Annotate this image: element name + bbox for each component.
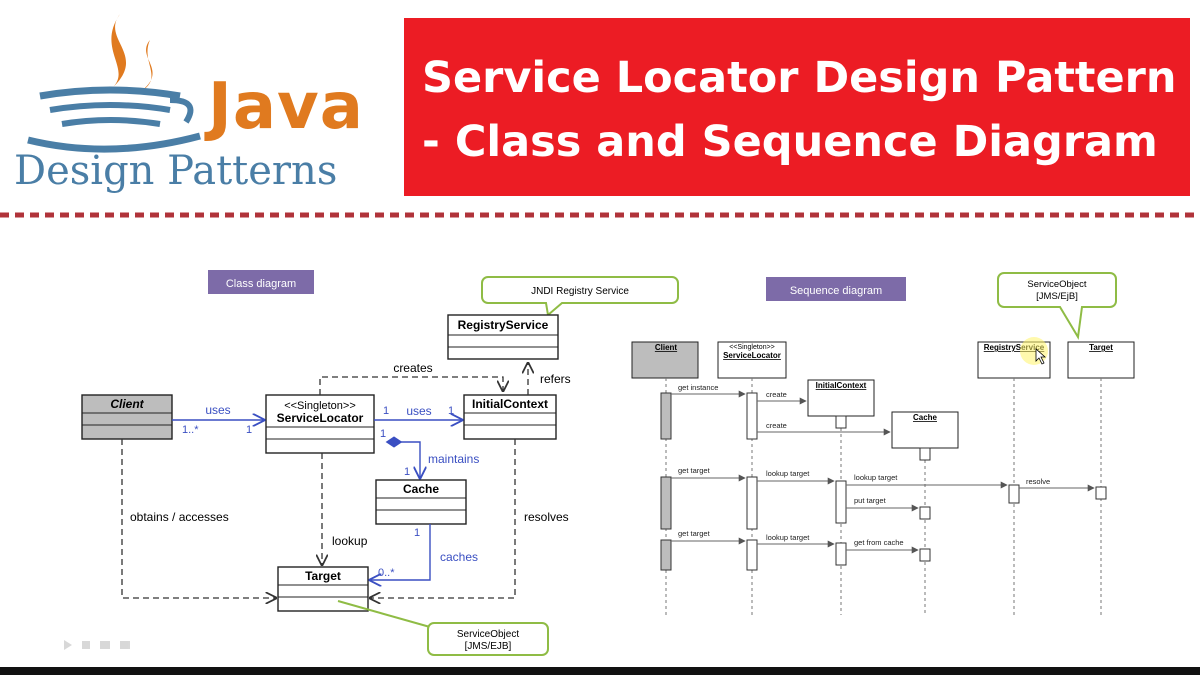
logo-design-patterns-text: Design Patterns xyxy=(14,148,338,194)
seq-locator-head xyxy=(717,341,787,379)
msg-lookup-target-2: lookup target xyxy=(854,473,898,482)
class-service-locator-stereotype: <<Singleton>> xyxy=(284,400,356,412)
dep-client-obtains-target xyxy=(121,439,276,598)
mult-locator-1a: 1 xyxy=(246,424,252,436)
class-service-locator-name: ServiceLocator xyxy=(277,411,364,425)
seq-initial-context-head xyxy=(807,379,875,417)
mult-locator-1b: 1 xyxy=(383,405,389,417)
msg-get-from-cache: get from cache xyxy=(854,538,904,547)
note-jndi xyxy=(481,276,679,317)
class-diagram-tag-label: Class diagram xyxy=(226,278,296,290)
class-registry-service-name: RegistryService xyxy=(458,318,549,332)
assoc-locator-maintains-cache xyxy=(387,442,420,478)
cursor-highlight xyxy=(1020,337,1048,365)
class-initial-context: InitialContext xyxy=(463,394,557,440)
msg-lookup-target-1: lookup target xyxy=(766,469,810,478)
seq-locator-label: ServiceLocator xyxy=(723,351,781,360)
logo-java-text: Java xyxy=(208,70,364,144)
mult-initial-context-1: 1 xyxy=(448,405,454,417)
screen-icon[interactable] xyxy=(100,641,110,649)
msg-get-instance: get instance xyxy=(678,383,718,392)
class-target: Target xyxy=(277,566,369,612)
seq-messages xyxy=(671,390,1095,554)
seq-activations xyxy=(660,392,1107,571)
note-service-object-line2: [JMS/EJB] xyxy=(465,641,512,652)
sequence-diagram: Sequence diagram ServiceObject [JMS/EjB]… xyxy=(631,272,1135,615)
msg-create-1: create xyxy=(766,390,787,399)
title-banner: Service Locator Design Pattern - Class a… xyxy=(404,18,1190,196)
seq-locator-stereotype: <<Singleton>> xyxy=(729,344,775,351)
sequence-diagram-tag-label: Sequence diagram xyxy=(790,285,882,297)
fullscreen-icon[interactable] xyxy=(120,641,130,649)
seq-cache-head xyxy=(891,411,959,449)
seq-initial-context-label: InitialContext xyxy=(816,381,867,390)
mult-cache-1a: 1 xyxy=(404,466,410,478)
note-service-object xyxy=(427,622,549,656)
seq-note-line1: ServiceObject xyxy=(1027,279,1086,290)
stop-icon[interactable] xyxy=(82,641,90,649)
mult-client-many: 1..* xyxy=(182,424,199,436)
mult-locator-1c: 1 xyxy=(380,428,386,440)
dep-locator-creates-initial-context xyxy=(319,376,503,395)
banner-title-line1: Service Locator Design Pattern xyxy=(422,53,1177,103)
class-registry-service: RegistryService xyxy=(447,314,559,360)
seq-note-line2: [JMS/EjB] xyxy=(1036,291,1078,302)
seq-client-label: Client xyxy=(655,343,678,352)
label-maintains: maintains xyxy=(428,452,479,466)
seq-registry-label: RegistryService xyxy=(984,343,1045,352)
label-uses-1: uses xyxy=(205,403,230,417)
mult-cache-1b: 1 xyxy=(414,527,420,539)
play-icon[interactable] xyxy=(64,640,72,650)
banner-title-line2: - Class and Sequence Diagram xyxy=(422,117,1158,167)
class-diagram-tag xyxy=(208,270,314,294)
bottom-bar xyxy=(0,667,1200,675)
dep-initial-context-resolves-target xyxy=(370,439,516,598)
msg-lookup-target-3: lookup target xyxy=(766,533,810,542)
mouse-cursor-icon xyxy=(1035,348,1047,365)
label-caches: caches xyxy=(440,550,478,564)
seq-client-head xyxy=(631,341,699,379)
java-design-patterns-logo: Java Design Patterns xyxy=(0,0,400,210)
note-jndi-text: JNDI Registry Service xyxy=(531,286,629,297)
sequence-diagram-tag xyxy=(766,277,906,301)
msg-get-target-1: get target xyxy=(678,466,711,475)
player-controls[interactable] xyxy=(64,640,130,650)
msg-create-2: create xyxy=(766,421,787,430)
label-lookup: lookup xyxy=(332,534,368,548)
seq-note-service-object xyxy=(997,272,1117,340)
seq-target-head xyxy=(1067,341,1135,379)
msg-get-target-2: get target xyxy=(678,529,711,538)
seq-target-label: Target xyxy=(1089,343,1113,352)
note-service-object-line1: ServiceObject xyxy=(457,629,519,640)
class-client-name: Client xyxy=(110,397,144,411)
label-refers: refers xyxy=(540,372,571,386)
class-cache: Cache xyxy=(375,479,467,525)
msg-put-target: put target xyxy=(854,496,887,505)
diagram-canvas: Class diagram JNDI Registry Service Regi… xyxy=(64,270,1135,656)
msg-resolve: resolve xyxy=(1026,477,1050,486)
label-resolves: resolves xyxy=(524,510,569,524)
class-service-locator: <<Singleton>> ServiceLocator xyxy=(265,394,375,454)
class-client: Client xyxy=(81,394,173,440)
label-creates: creates xyxy=(393,361,432,375)
seq-cache-label: Cache xyxy=(913,413,938,422)
class-diagram: Class diagram JNDI Registry Service Regi… xyxy=(81,270,679,656)
assoc-cache-caches-target xyxy=(370,524,431,580)
label-uses-2: uses xyxy=(406,404,431,418)
class-initial-context-name: InitialContext xyxy=(472,397,548,411)
note-service-object-pointer xyxy=(337,600,431,628)
class-target-name: Target xyxy=(305,569,341,583)
seq-lifelines xyxy=(665,378,1102,615)
java-cup-icon xyxy=(27,14,201,153)
label-obtains-accesses: obtains / accesses xyxy=(130,510,229,524)
dashed-separator xyxy=(0,212,1200,218)
mult-target-many: 0..* xyxy=(378,567,395,579)
class-cache-name: Cache xyxy=(403,482,439,496)
